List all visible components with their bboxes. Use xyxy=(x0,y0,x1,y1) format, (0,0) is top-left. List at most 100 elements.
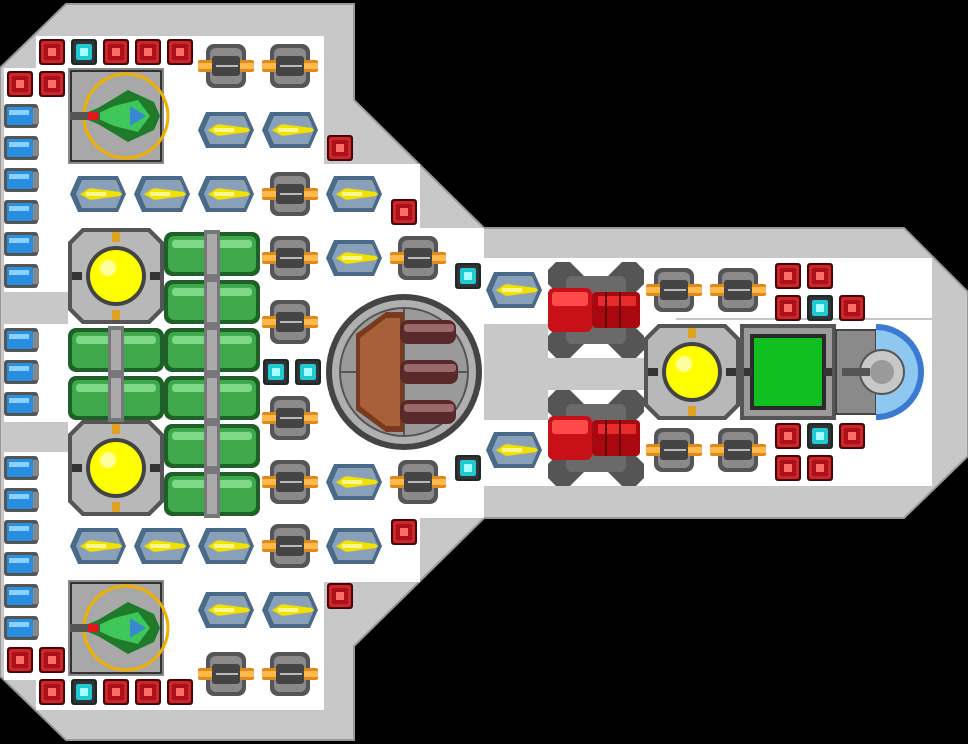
armor-block-cyan[interactable] xyxy=(263,359,289,385)
cannon-turret[interactable] xyxy=(261,43,319,89)
armor-block-cyan[interactable] xyxy=(71,679,97,705)
armor-block-cyan[interactable] xyxy=(295,359,321,385)
fuel-tank[interactable] xyxy=(164,326,260,374)
cannon-turret[interactable] xyxy=(197,651,255,697)
thruster-module[interactable] xyxy=(4,264,39,288)
thruster-module[interactable] xyxy=(4,168,39,192)
thruster-module[interactable] xyxy=(4,520,39,544)
thruster-module[interactable] xyxy=(4,584,39,608)
missile-launcher[interactable] xyxy=(486,432,542,468)
armor-block-red[interactable] xyxy=(775,263,801,289)
armor-block-red[interactable] xyxy=(39,39,65,65)
armor-block-red[interactable] xyxy=(39,71,65,97)
missile-launcher[interactable] xyxy=(70,528,126,564)
reactor-core[interactable] xyxy=(644,324,740,420)
command-core[interactable] xyxy=(740,324,836,420)
missile-launcher[interactable] xyxy=(198,176,254,212)
fuel-tank[interactable] xyxy=(164,278,260,326)
armor-block-red[interactable] xyxy=(807,263,833,289)
cannon-turret[interactable] xyxy=(197,43,255,89)
cannon-turret[interactable] xyxy=(261,171,319,217)
armor-block-red[interactable] xyxy=(775,295,801,321)
missile-launcher[interactable] xyxy=(326,528,382,564)
fuel-tank[interactable] xyxy=(164,374,260,422)
armor-block-red[interactable] xyxy=(775,423,801,449)
missile-launcher[interactable] xyxy=(198,528,254,564)
armor-block-cyan[interactable] xyxy=(455,455,481,481)
armor-block-red[interactable] xyxy=(327,583,353,609)
cannon-turret[interactable] xyxy=(261,299,319,345)
fighter-hangar[interactable] xyxy=(66,66,170,166)
reactor-core[interactable] xyxy=(68,420,164,516)
armor-block-cyan[interactable] xyxy=(455,263,481,289)
armor-block-cyan[interactable] xyxy=(807,295,833,321)
thruster-module[interactable] xyxy=(4,104,39,128)
armor-block-red[interactable] xyxy=(7,71,33,97)
cannon-turret[interactable] xyxy=(261,523,319,569)
armor-block-red[interactable] xyxy=(39,679,65,705)
cannon-turret[interactable] xyxy=(709,427,767,473)
red-laser-turret[interactable] xyxy=(547,261,645,359)
missile-launcher[interactable] xyxy=(326,176,382,212)
cannon-turret[interactable] xyxy=(261,235,319,281)
armor-block-red[interactable] xyxy=(391,199,417,225)
reactor-core[interactable] xyxy=(68,228,164,324)
missile-launcher[interactable] xyxy=(262,112,318,148)
armor-block-red[interactable] xyxy=(327,135,353,161)
missile-launcher[interactable] xyxy=(198,592,254,628)
missile-launcher[interactable] xyxy=(326,240,382,276)
cannon-turret[interactable] xyxy=(389,459,447,505)
thruster-module[interactable] xyxy=(4,488,39,512)
cannon-turret[interactable] xyxy=(709,267,767,313)
red-laser-turret[interactable] xyxy=(547,389,645,487)
missile-launcher[interactable] xyxy=(326,464,382,500)
missile-launcher[interactable] xyxy=(134,176,190,212)
missile-launcher[interactable] xyxy=(262,592,318,628)
missile-launcher[interactable] xyxy=(486,272,542,308)
fuel-tank[interactable] xyxy=(164,422,260,470)
fuel-tank[interactable] xyxy=(164,230,260,278)
cannon-turret[interactable] xyxy=(261,459,319,505)
armor-block-red[interactable] xyxy=(839,295,865,321)
fuel-tank[interactable] xyxy=(68,326,164,374)
armor-block-cyan[interactable] xyxy=(807,423,833,449)
armor-block-red[interactable] xyxy=(839,423,865,449)
missile-launcher[interactable] xyxy=(198,112,254,148)
cannon-turret[interactable] xyxy=(645,267,703,313)
armor-block-red[interactable] xyxy=(167,39,193,65)
armor-block-red[interactable] xyxy=(39,647,65,673)
cannon-turret[interactable] xyxy=(389,235,447,281)
armor-block-red[interactable] xyxy=(135,39,161,65)
thruster-module[interactable] xyxy=(4,136,39,160)
armor-block-red[interactable] xyxy=(103,39,129,65)
thruster-module[interactable] xyxy=(4,200,39,224)
cannon-turret[interactable] xyxy=(261,395,319,441)
thruster-module[interactable] xyxy=(4,456,39,480)
fuel-tank[interactable] xyxy=(164,470,260,518)
missile-launcher[interactable] xyxy=(134,528,190,564)
thruster-module[interactable] xyxy=(4,232,39,256)
thruster-module[interactable] xyxy=(4,392,39,416)
armor-block-red[interactable] xyxy=(167,679,193,705)
missile-launcher[interactable] xyxy=(70,176,126,212)
cannon-turret[interactable] xyxy=(645,427,703,473)
thruster-module[interactable] xyxy=(4,360,39,384)
thruster-module[interactable] xyxy=(4,616,39,640)
cannon-turret[interactable] xyxy=(261,651,319,697)
armor-block-red[interactable] xyxy=(807,455,833,481)
armor-block-red[interactable] xyxy=(775,455,801,481)
armor-block-red[interactable] xyxy=(135,679,161,705)
armor-block-red[interactable] xyxy=(391,519,417,545)
armor-block-red[interactable] xyxy=(103,679,129,705)
thruster-module[interactable] xyxy=(4,328,39,352)
main-battery-turret[interactable] xyxy=(326,294,482,450)
armor-block-cyan[interactable] xyxy=(71,39,97,65)
fuel-tank[interactable] xyxy=(68,374,164,422)
fighter-hangar[interactable] xyxy=(66,578,170,678)
hull-notch-upper xyxy=(4,292,68,324)
thruster-module[interactable] xyxy=(4,552,39,576)
armor-block-red[interactable] xyxy=(7,647,33,673)
sensor-dome[interactable] xyxy=(835,324,924,420)
